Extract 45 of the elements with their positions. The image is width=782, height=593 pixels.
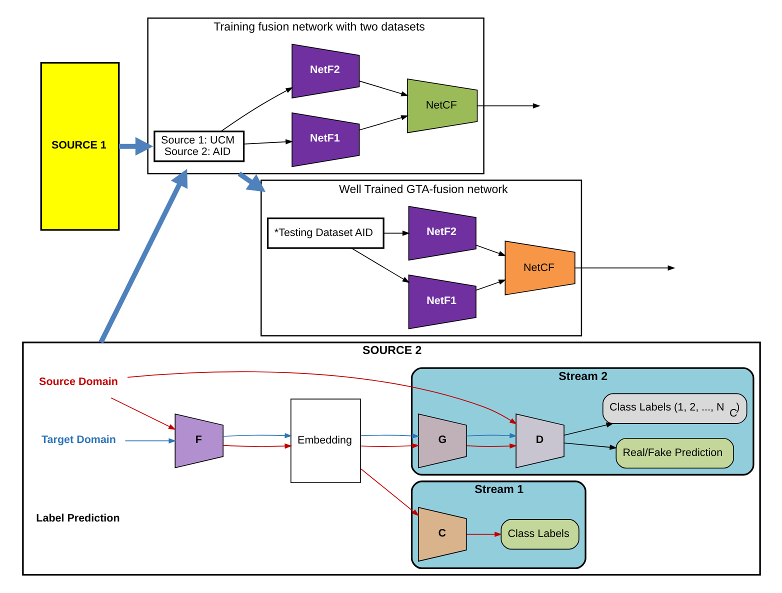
arrow xyxy=(475,244,506,256)
node-box: Embedding xyxy=(290,398,360,484)
node-box: NetF1 xyxy=(291,112,360,168)
arrow xyxy=(350,248,410,283)
node-box: *Testing Dataset AID xyxy=(266,218,384,249)
node-box: Class Labels xyxy=(500,519,579,550)
node-box: NetF2 xyxy=(291,44,360,98)
arrow xyxy=(110,397,176,430)
node-box: Real/Fake Prediction xyxy=(615,438,734,469)
arrow xyxy=(466,433,517,438)
arrow xyxy=(466,532,502,537)
arrow xyxy=(237,172,266,192)
arrow xyxy=(475,280,506,291)
arrow xyxy=(563,422,614,436)
arrow xyxy=(360,468,419,516)
arrow xyxy=(124,438,176,444)
arrow xyxy=(222,432,292,438)
node-box: F xyxy=(174,413,224,468)
node-text: Source Domain xyxy=(38,376,118,388)
arrow xyxy=(126,371,517,424)
arrow xyxy=(360,433,419,438)
node-box: G xyxy=(417,413,466,468)
arrow xyxy=(574,265,675,271)
node-box: Source 1: UCM Source 2: AID xyxy=(153,130,244,162)
arrow xyxy=(476,103,540,108)
node-box: NetF2 xyxy=(408,206,476,261)
arrow xyxy=(243,139,293,144)
arrow xyxy=(358,80,408,96)
label: Label Prediction xyxy=(36,512,120,524)
node-box: SOURCE 1 xyxy=(40,62,120,231)
node-box: NetF1 xyxy=(408,274,476,330)
arrow xyxy=(382,230,410,236)
node-text: Target Domain xyxy=(41,434,116,446)
node-box: D xyxy=(515,413,564,468)
arrow xyxy=(118,137,153,156)
arrow xyxy=(360,443,419,448)
node-box: NetCF xyxy=(406,78,478,134)
arrow xyxy=(466,443,517,449)
arrow xyxy=(563,442,617,450)
arrow xyxy=(222,444,292,449)
arrow xyxy=(220,87,293,132)
arrow xyxy=(98,168,188,344)
arrow xyxy=(358,115,408,130)
node-box: C xyxy=(417,506,466,562)
node-box: NetCF xyxy=(504,240,575,296)
